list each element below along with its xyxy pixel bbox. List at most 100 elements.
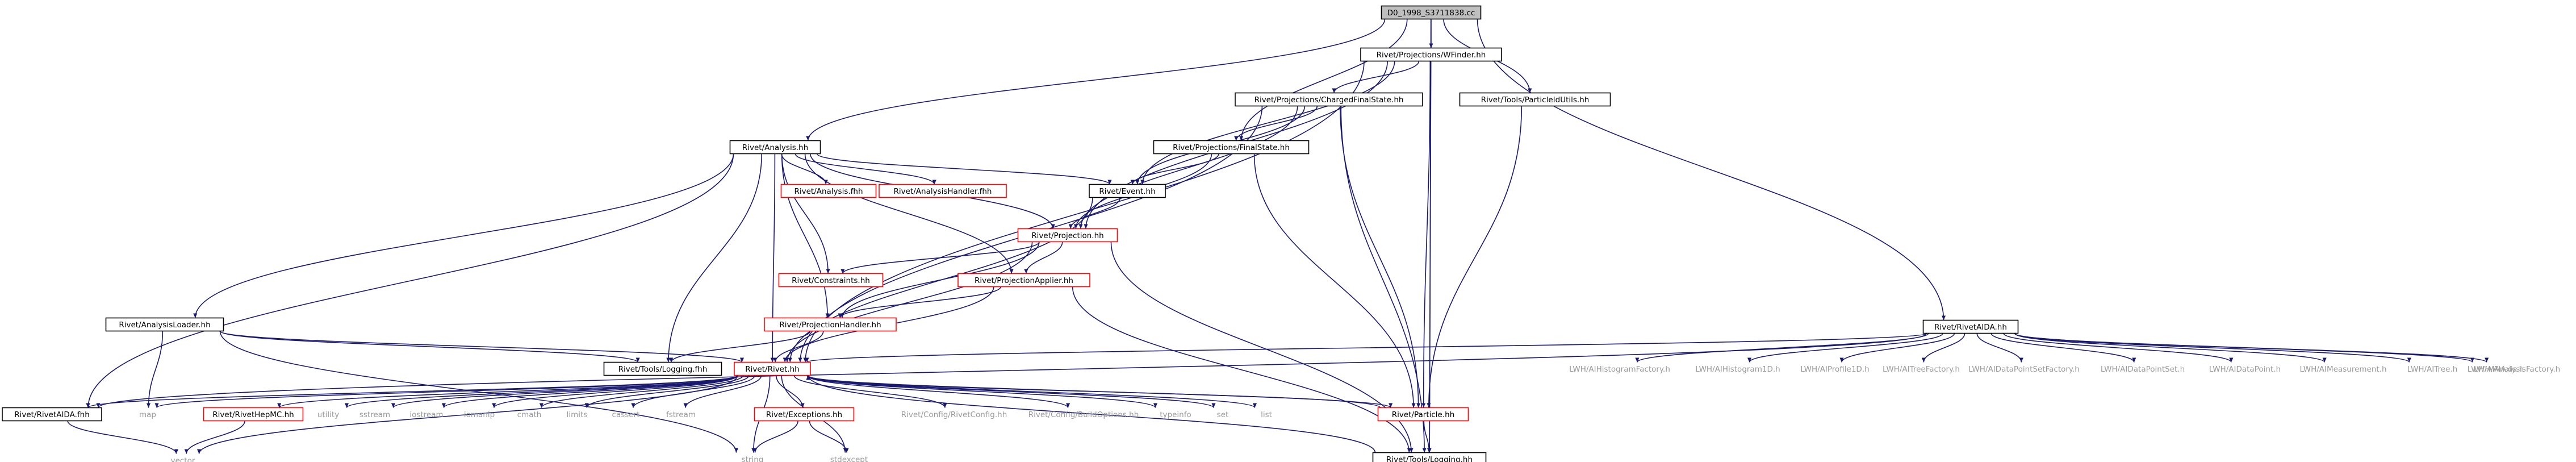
edge-line (219, 330, 640, 363)
edge-analysis-to-papplier (804, 153, 1014, 274)
edge-line (442, 374, 738, 409)
node-label: LWH/AIProfile1D.h (1800, 365, 1869, 374)
node-label: fstream (666, 410, 696, 419)
node-box (764, 317, 897, 332)
edge-line (794, 153, 936, 185)
edge-line (1340, 106, 1427, 453)
edge-line (1635, 332, 1929, 363)
node-analysisfhh[interactable]: Rivet/Analysis.fhh (780, 184, 877, 198)
node-aidafhh[interactable]: Rivet/RivetAIDA.fhh (2, 407, 102, 422)
edge-projection-to-logginghh (1110, 242, 1414, 453)
node-box (1459, 92, 1611, 107)
edge-line (805, 332, 1927, 363)
node-label: Rivet/Projection.hh (1031, 231, 1103, 240)
edge-line (752, 421, 798, 453)
node-label: LWH/AIAnalysisFactory.h (2468, 365, 2560, 374)
node-logfhh[interactable]: Rivet/Tools/Logging.fhh (603, 361, 722, 376)
edge-particle-to-logginghh (1423, 421, 1432, 453)
edge-cfs-to-projection (1078, 106, 1298, 229)
node-particle[interactable]: Rivet/Particle.hh (1377, 407, 1469, 422)
edge-aloader-to-rivethh (219, 330, 744, 363)
edge-cfs-to-fs (1234, 106, 1318, 141)
edge-analysis-to-ahfhh (794, 153, 936, 185)
edge-line (1421, 61, 1431, 408)
edge-line (773, 331, 824, 363)
node-cfs[interactable]: Rivet/Projections/ChargedFinalState.hh (1235, 92, 1423, 107)
node-box (1235, 92, 1423, 107)
node-fstream: fstream (666, 410, 696, 419)
node-label: LWH/AIHistogram1D.h (1695, 365, 1780, 374)
node-label: Rivet/Particle.hh (1392, 410, 1455, 419)
edge-line (1110, 242, 1414, 453)
node-label: Rivet/Analysis.hh (742, 143, 808, 152)
node-exceptions[interactable]: Rivet/Exceptions.hh (754, 407, 855, 422)
edge-exceptions-to-string (752, 421, 798, 453)
node-event[interactable]: Rivet/Event.hh (1089, 184, 1166, 198)
node-utility: utility (317, 410, 339, 419)
node-box (957, 273, 1090, 288)
edge-line (1976, 333, 2023, 363)
node-wfinder[interactable]: Rivet/Projections/WFinder.hh (1360, 47, 1502, 62)
edge-rivetaida-to-iaf (2014, 332, 2489, 363)
node-papplier[interactable]: Rivet/ProjectionApplier.hh (957, 273, 1090, 288)
node-label: map (139, 410, 156, 419)
node-idpsf: LWH/AIDataPointSetFactory.h (1968, 365, 2080, 374)
node-iostream: iostream (409, 410, 443, 419)
edge-line (781, 153, 830, 274)
node-fs[interactable]: Rivet/Projections/FinalState.hh (1153, 140, 1310, 155)
edge-line (1253, 153, 1416, 408)
node-ahfhh[interactable]: Rivet/AnalysisHandler.fhh (879, 184, 1007, 198)
node-label: Rivet/ProjectionApplier.hh (975, 276, 1073, 285)
edge-fs-to-event (1130, 153, 1219, 185)
node-root[interactable]: D0_1998_S3711838.cc (1381, 5, 1482, 20)
edge-line (806, 374, 1070, 409)
node-analysis[interactable]: Rivet/Analysis.hh (729, 140, 821, 155)
node-box (1377, 407, 1469, 422)
node-label: LWH/AITreeFactory.h (1883, 365, 1960, 374)
node-label: LWH/AIMeasurement.h (2299, 365, 2386, 374)
edge-aidafhh-to-vector (67, 421, 179, 454)
edge-rivetaida-to-idps (1990, 333, 2136, 363)
edge-line (67, 421, 179, 454)
node-box (729, 140, 821, 155)
edge-rivetaida-to-itree (2014, 332, 2411, 363)
node-box (1381, 5, 1482, 20)
node-pidutils[interactable]: Rivet/Tools/ParticleIdUtils.hh (1459, 92, 1611, 107)
node-itf: LWH/AITreeFactory.h (1883, 365, 1960, 374)
edge-line (1140, 61, 1395, 185)
node-hepmc[interactable]: Rivet/RivetHepMC.hh (203, 407, 304, 422)
node-rivetaida[interactable]: Rivet/RivetAIDA.hh (1922, 319, 2019, 334)
node-label: Rivet/RivetHepMC.hh (212, 410, 294, 419)
edge-rivetaida-to-rivethh (805, 332, 1927, 363)
node-logginghh[interactable]: Rivet/Tools/Logging.hh (1372, 452, 1487, 462)
node-projection[interactable]: Rivet/Projection.hh (1017, 228, 1118, 243)
edge-exceptions-to-stdexcept (809, 421, 849, 453)
node-rivethh[interactable]: Rivet/Rivet.hh (734, 361, 811, 376)
edge-line (154, 374, 738, 409)
node-label: Rivet/Projections/ChargedFinalState.hh (1254, 95, 1404, 105)
edge-root-to-analysis (806, 19, 1386, 141)
node-label: Rivet/RivetAIDA.fhh (14, 410, 90, 419)
edge-rivetaida-to-ip1d (1839, 333, 1955, 363)
node-buildopts: Rivet/Config/BuildOptions.hh (1028, 410, 1139, 419)
node-phandler[interactable]: Rivet/ProjectionHandler.hh (764, 317, 897, 332)
node-label: list (1261, 410, 1272, 419)
node-list: list (1261, 410, 1272, 419)
edge-rivetaida-to-aidafhh (96, 332, 1927, 409)
node-label: LWH/AIDataPointSet.h (2101, 365, 2185, 374)
node-aloader[interactable]: Rivet/AnalysisLoader.hh (105, 317, 224, 332)
edge-papplier-to-logginghh (1072, 286, 1411, 453)
node-label: LWH/AITree.h (2407, 365, 2458, 374)
node-box (734, 361, 811, 376)
edge-line (1130, 153, 1219, 185)
node-box (879, 184, 1007, 198)
node-constraints[interactable]: Rivet/Constraints.hh (778, 273, 884, 288)
node-label: vector (171, 456, 195, 462)
node-label: Rivet/Rivet.hh (745, 365, 799, 374)
node-box (1017, 228, 1118, 243)
edge-line (666, 153, 763, 363)
node-map: map (139, 410, 156, 419)
node-box (603, 361, 722, 376)
edge-line (219, 330, 744, 363)
